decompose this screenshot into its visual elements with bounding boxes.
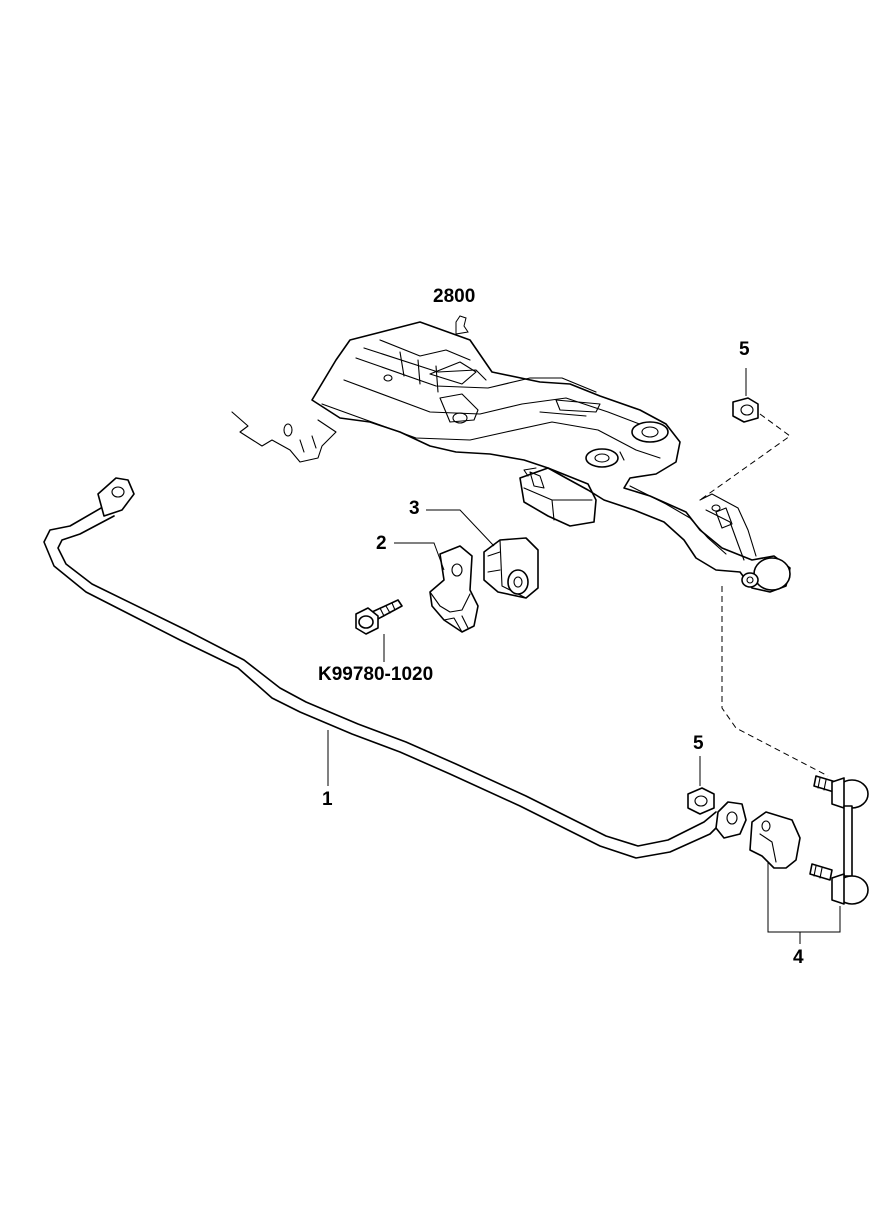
bracket-leader: [394, 542, 445, 571]
link-guide-line: [721, 586, 829, 777]
bracket-drawing: [429, 545, 479, 633]
subframe-drawing: [231, 321, 791, 593]
callout-nut-lower: 5: [693, 733, 704, 754]
callout-bolt: K99780-1020: [318, 664, 434, 685]
callout-stabilizer-bar: 1: [322, 789, 333, 810]
bushing-drawing: [483, 537, 539, 599]
bushing-leader: [426, 509, 495, 547]
callout-subframe: 2800: [433, 286, 476, 307]
stabilizer-bar-drawing: [43, 477, 747, 859]
callout-bracket: 2: [376, 533, 387, 554]
upper-nut-guide-line: [699, 413, 791, 501]
callout-nut-upper: 5: [739, 339, 750, 360]
upper-nut-drawing: [732, 397, 759, 423]
subframe-leader: [455, 315, 469, 335]
link-drawing: [749, 775, 869, 905]
callout-link: 4: [793, 947, 804, 968]
callout-bushing: 3: [409, 498, 420, 519]
link-leader: [767, 862, 841, 944]
bolt-drawing: [355, 599, 403, 635]
lower-nut-drawing: [687, 787, 715, 815]
